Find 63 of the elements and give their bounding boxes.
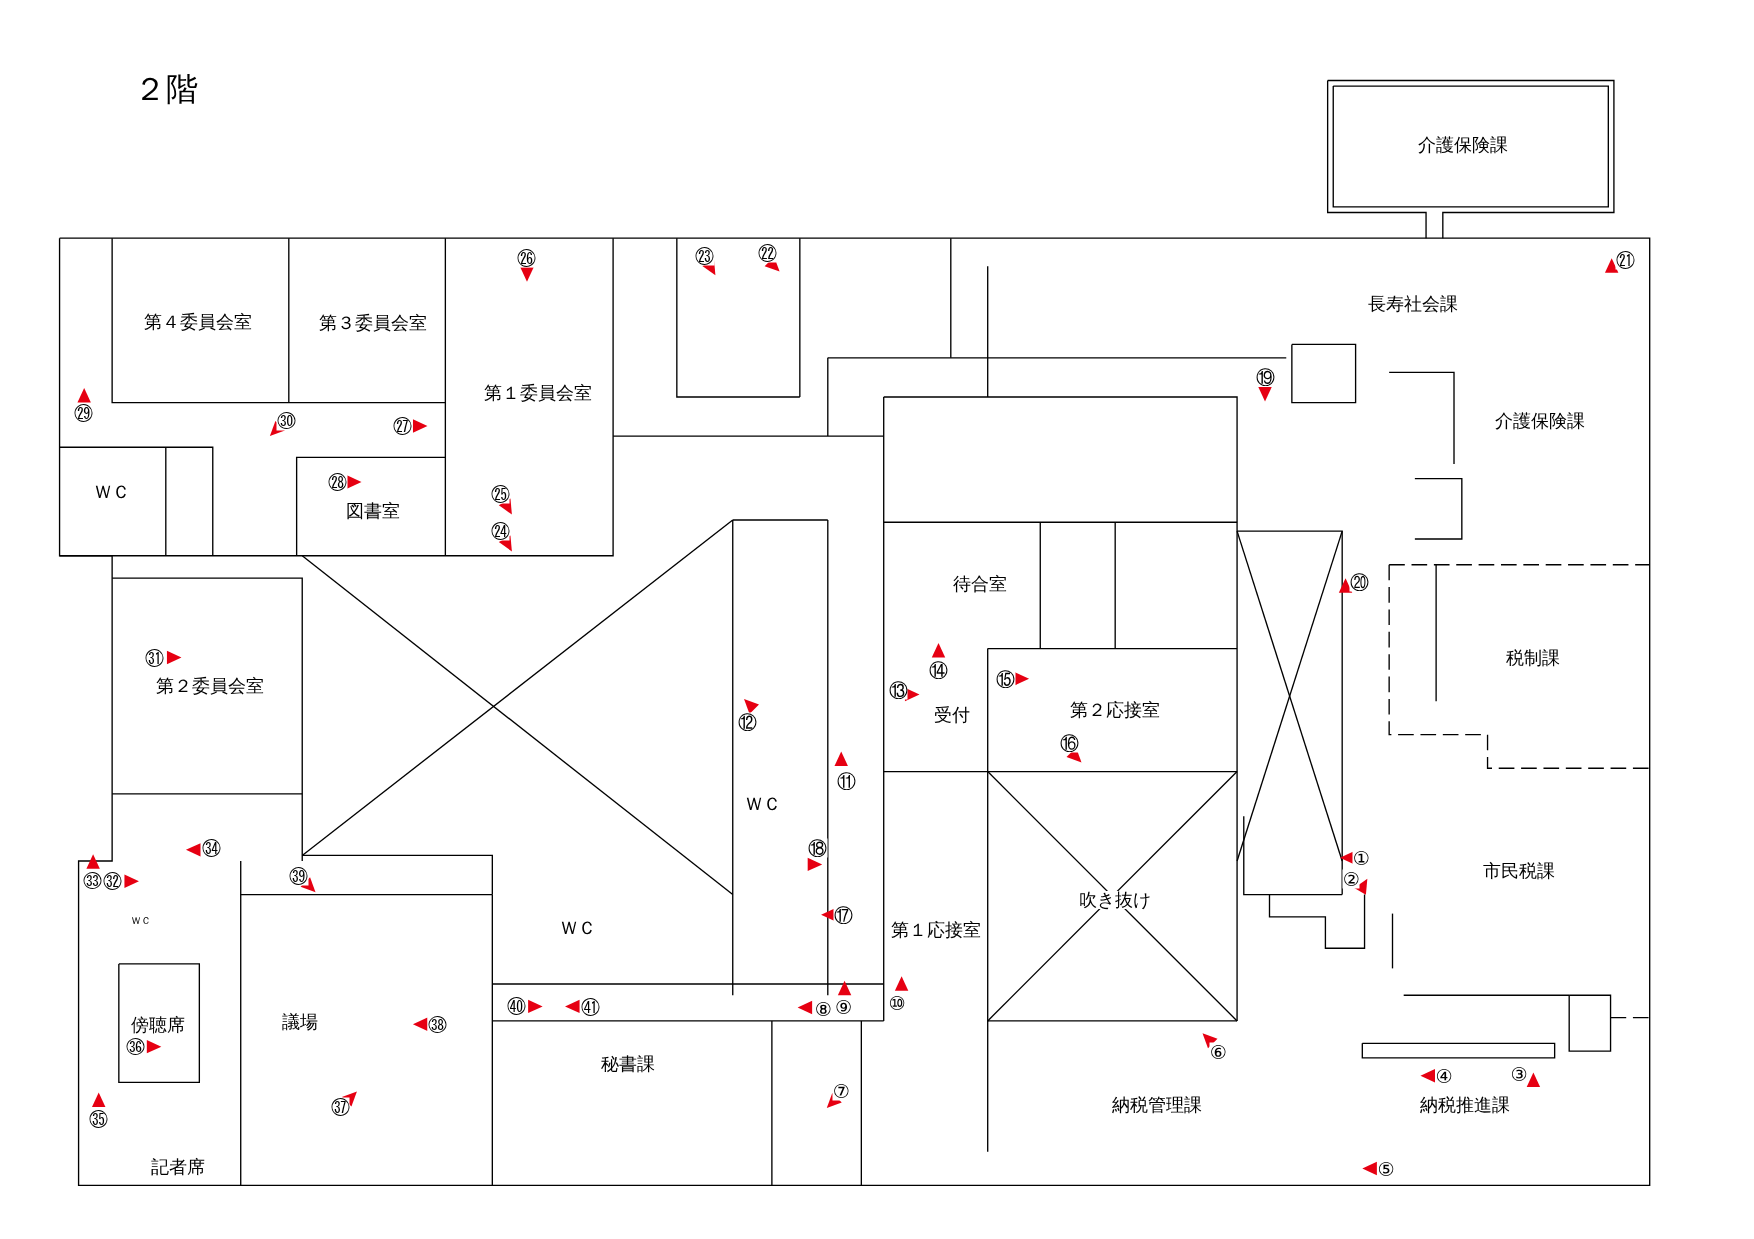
callout-number: ㉟ [88,1109,108,1129]
callout-number: ㉘ [328,472,348,492]
callout-number: ① [1352,848,1370,868]
callout-number: ㉜ [103,871,123,891]
room-label: 吹き抜け [1079,891,1152,910]
callout-number: ⑦ [832,1081,850,1101]
room-label: 納税管理課 [1111,1096,1202,1115]
callout-number: ⑬ [888,680,908,700]
room-label: 第１応接室 [891,920,982,939]
callout-number: ⑲ [1255,367,1275,387]
callout-number: ④ [1435,1066,1453,1086]
callout-number: ⑭ [929,660,948,680]
callout-number: ㉒ [757,243,777,263]
room-label: ＷＣ [130,915,151,926]
callout-number: ㉔ [490,521,510,541]
room-label: 秘書課 [600,1054,655,1073]
callout-number: ㊵ [507,996,527,1016]
room-label: 税制課 [1505,648,1560,667]
room-label: 議場 [281,1013,318,1032]
callout-number: ㊶ [581,997,601,1017]
callout-number: ⑥ [1209,1042,1227,1061]
callout-number: ⑱ [808,838,828,858]
callout-number: ⑰ [833,905,853,925]
callout-number: ㊱ [125,1037,145,1057]
callout-number: ㉗ [393,416,413,436]
callout-number: ㉖ [517,248,537,268]
callout-number: ⑪ [837,771,857,791]
room-label: 記者席 [150,1157,205,1176]
room-label: 納税推進課 [1420,1096,1511,1115]
callout-number: ⑧ [814,999,832,1019]
callout-number: ⑳ [1349,572,1369,592]
room-label: 第２委員会室 [156,676,265,695]
room-label: 第１委員会室 [484,383,593,402]
callout-number: ⑮ [996,669,1016,689]
callout-number: ㉑ [1615,250,1635,269]
callout-number: ㉛ [144,648,164,668]
callout-number: ㉓ [695,246,715,266]
callout-number: ㉚ [276,411,296,431]
room-label: 傍聴席 [130,1015,185,1034]
room-label: 第４委員会室 [144,313,252,332]
callout-number: ⑨ [834,997,852,1017]
callout-number: ③ [1510,1064,1528,1084]
callout-number: ㉕ [490,484,510,504]
callout-number: ㉞ [201,838,221,858]
room-label: 長寿社会課 [1367,295,1458,314]
callout-number: ㊴ [289,866,309,886]
callout-number: ② [1342,869,1360,889]
callout-number: ⑫ [737,712,757,731]
callout-number: ㊲ [330,1097,350,1117]
room-label: 第３委員会室 [318,314,427,333]
room-label: 介護保険課 [1495,411,1586,430]
callout-number: ⑯ [1059,733,1079,753]
room-label: 待合室 [952,574,1007,593]
room-label: 受付 [933,705,970,724]
callout-number: ㊳ [427,1015,447,1035]
room-label: 図書室 [345,502,400,521]
callout-number: ⑤ [1377,1159,1395,1179]
room-label: 介護保険課 [1418,136,1509,155]
callout-number: ⑩ [888,993,906,1013]
room-label: 第２応接室 [1070,701,1161,720]
callout-number: ㉝ [83,871,103,891]
callout-number: ㉙ [74,403,94,423]
room-label: 市民税課 [1483,862,1556,881]
